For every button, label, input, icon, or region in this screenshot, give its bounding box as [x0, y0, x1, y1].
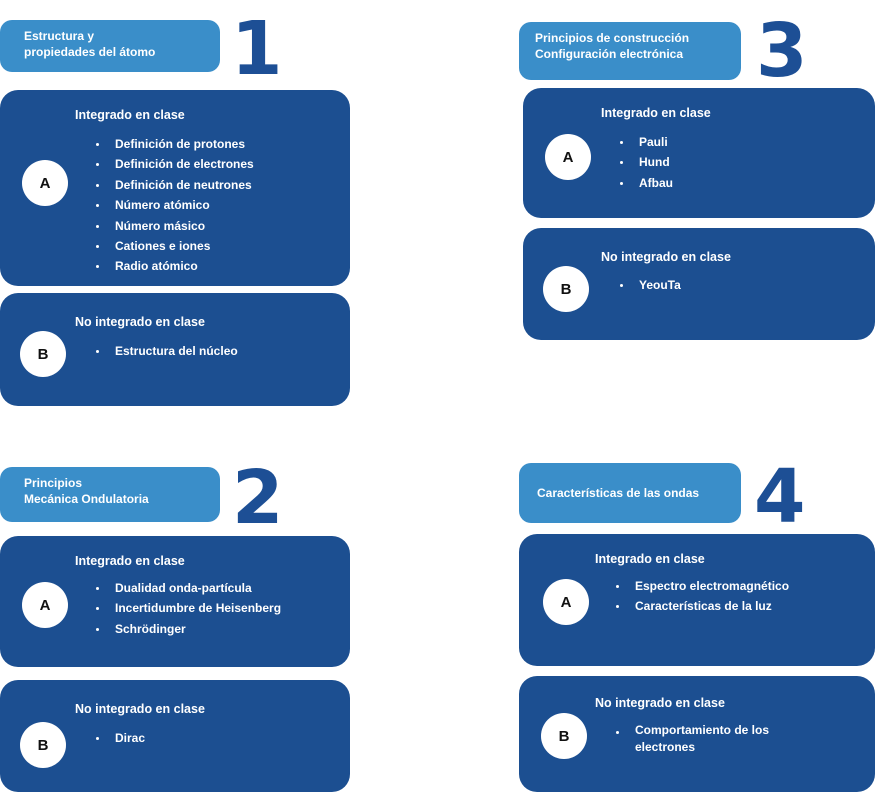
list-item: YeouTa — [617, 275, 681, 295]
list-item: Comportamiento de los electrones — [613, 722, 783, 756]
section-3-integrated-box: Integrado en clase A Pauli Hund Afbau — [523, 88, 875, 218]
list-item: Dualidad onda-partícula — [93, 578, 281, 598]
section-3-integrated-list: Pauli Hund Afbau — [617, 132, 673, 193]
list-item: Cationes e iones — [93, 236, 254, 256]
list-item: Radio atómico — [93, 256, 254, 276]
section-3-title-line-1: Principios de construcción — [535, 31, 690, 45]
section-2-not-integrated-list: Dirac — [93, 728, 145, 748]
list-item: Estructura del núcleo — [93, 341, 238, 361]
section-2-number: 2 — [232, 455, 284, 541]
section-4-integrated-letter: A — [543, 579, 589, 625]
section-2-title-line-2: Mecánica Ondulatoria — [24, 492, 149, 506]
section-4-integrated-heading: Integrado en clase — [595, 552, 705, 566]
section-1-integrated-list: Definición de protones Definición de ele… — [93, 134, 254, 277]
list-item: Dirac — [93, 728, 145, 748]
section-2-integrated-box: Integrado en clase A Dualidad onda-partí… — [0, 536, 350, 667]
section-4-not-integrated-box: No integrado en clase B Comportamiento d… — [519, 676, 875, 792]
section-1-title-line-1: Estructura y — [24, 29, 95, 43]
section-1-integrated-box: Integrado en clase A Definición de proto… — [0, 90, 350, 286]
section-4-title-line-1: Características de las ondas — [537, 486, 700, 500]
section-2-integrated-letter: A — [22, 582, 68, 628]
list-item: Espectro electromagnético — [613, 576, 789, 596]
section-4-integrated-list: Espectro electromagnético Característica… — [613, 576, 789, 617]
section-1-not-integrated-list: Estructura del núcleo — [93, 341, 238, 361]
section-3-not-integrated-box: No integrado en clase B YeouTa — [523, 228, 875, 340]
list-item: Número másico — [93, 216, 254, 236]
section-4-not-integrated-letter: B — [541, 713, 587, 759]
section-4-integrated-box: Integrado en clase A Espectro electromag… — [519, 534, 875, 666]
section-3-title: Principios de construcción Configuración… — [519, 22, 741, 80]
section-1-not-integrated-heading: No integrado en clase — [75, 315, 205, 329]
list-item: Definición de electrones — [93, 154, 254, 174]
section-4-title: Características de las ondas — [519, 463, 741, 523]
list-item: Características de la luz — [613, 596, 789, 616]
section-1-number: 1 — [231, 6, 283, 92]
section-4-not-integrated-list: Comportamiento de los electrones — [613, 722, 783, 756]
section-4-number: 4 — [754, 454, 806, 540]
section-1-not-integrated-letter: B — [20, 331, 66, 377]
section-2-not-integrated-heading: No integrado en clase — [75, 702, 205, 716]
section-4-not-integrated-heading: No integrado en clase — [595, 696, 725, 710]
section-1-not-integrated-box: No integrado en clase B Estructura del n… — [0, 293, 350, 406]
section-3-not-integrated-list: YeouTa — [617, 275, 681, 295]
list-item: Número atómico — [93, 195, 254, 215]
section-3-integrated-heading: Integrado en clase — [601, 106, 711, 120]
section-2-integrated-list: Dualidad onda-partícula Incertidumbre de… — [93, 578, 281, 639]
list-item: Schrödinger — [93, 619, 281, 639]
section-3-not-integrated-letter: B — [543, 266, 589, 312]
list-item: Afbau — [617, 173, 673, 193]
section-1-integrated-letter: A — [22, 160, 68, 206]
section-1-title: Estructura y propiedades del átomo — [0, 20, 220, 72]
section-2-not-integrated-box: No integrado en clase B Dirac — [0, 680, 350, 792]
section-2-title: Principios Mecánica Ondulatoria — [0, 467, 220, 522]
list-item: Hund — [617, 152, 673, 172]
section-2-integrated-heading: Integrado en clase — [75, 554, 185, 568]
section-3-not-integrated-heading: No integrado en clase — [601, 250, 731, 264]
section-2-title-line-1: Principios — [24, 476, 83, 490]
section-1-title-line-2: propiedades del átomo — [24, 45, 156, 59]
section-2-not-integrated-letter: B — [20, 722, 66, 768]
list-item: Incertidumbre de Heisenberg — [93, 598, 281, 618]
section-3-integrated-letter: A — [545, 134, 591, 180]
list-item: Definición de protones — [93, 134, 254, 154]
list-item: Definición de neutrones — [93, 175, 254, 195]
section-3-number: 3 — [756, 8, 808, 94]
list-item: Pauli — [617, 132, 673, 152]
section-3-title-line-2: Configuración electrónica — [535, 47, 684, 61]
section-1-integrated-heading: Integrado en clase — [75, 108, 185, 122]
